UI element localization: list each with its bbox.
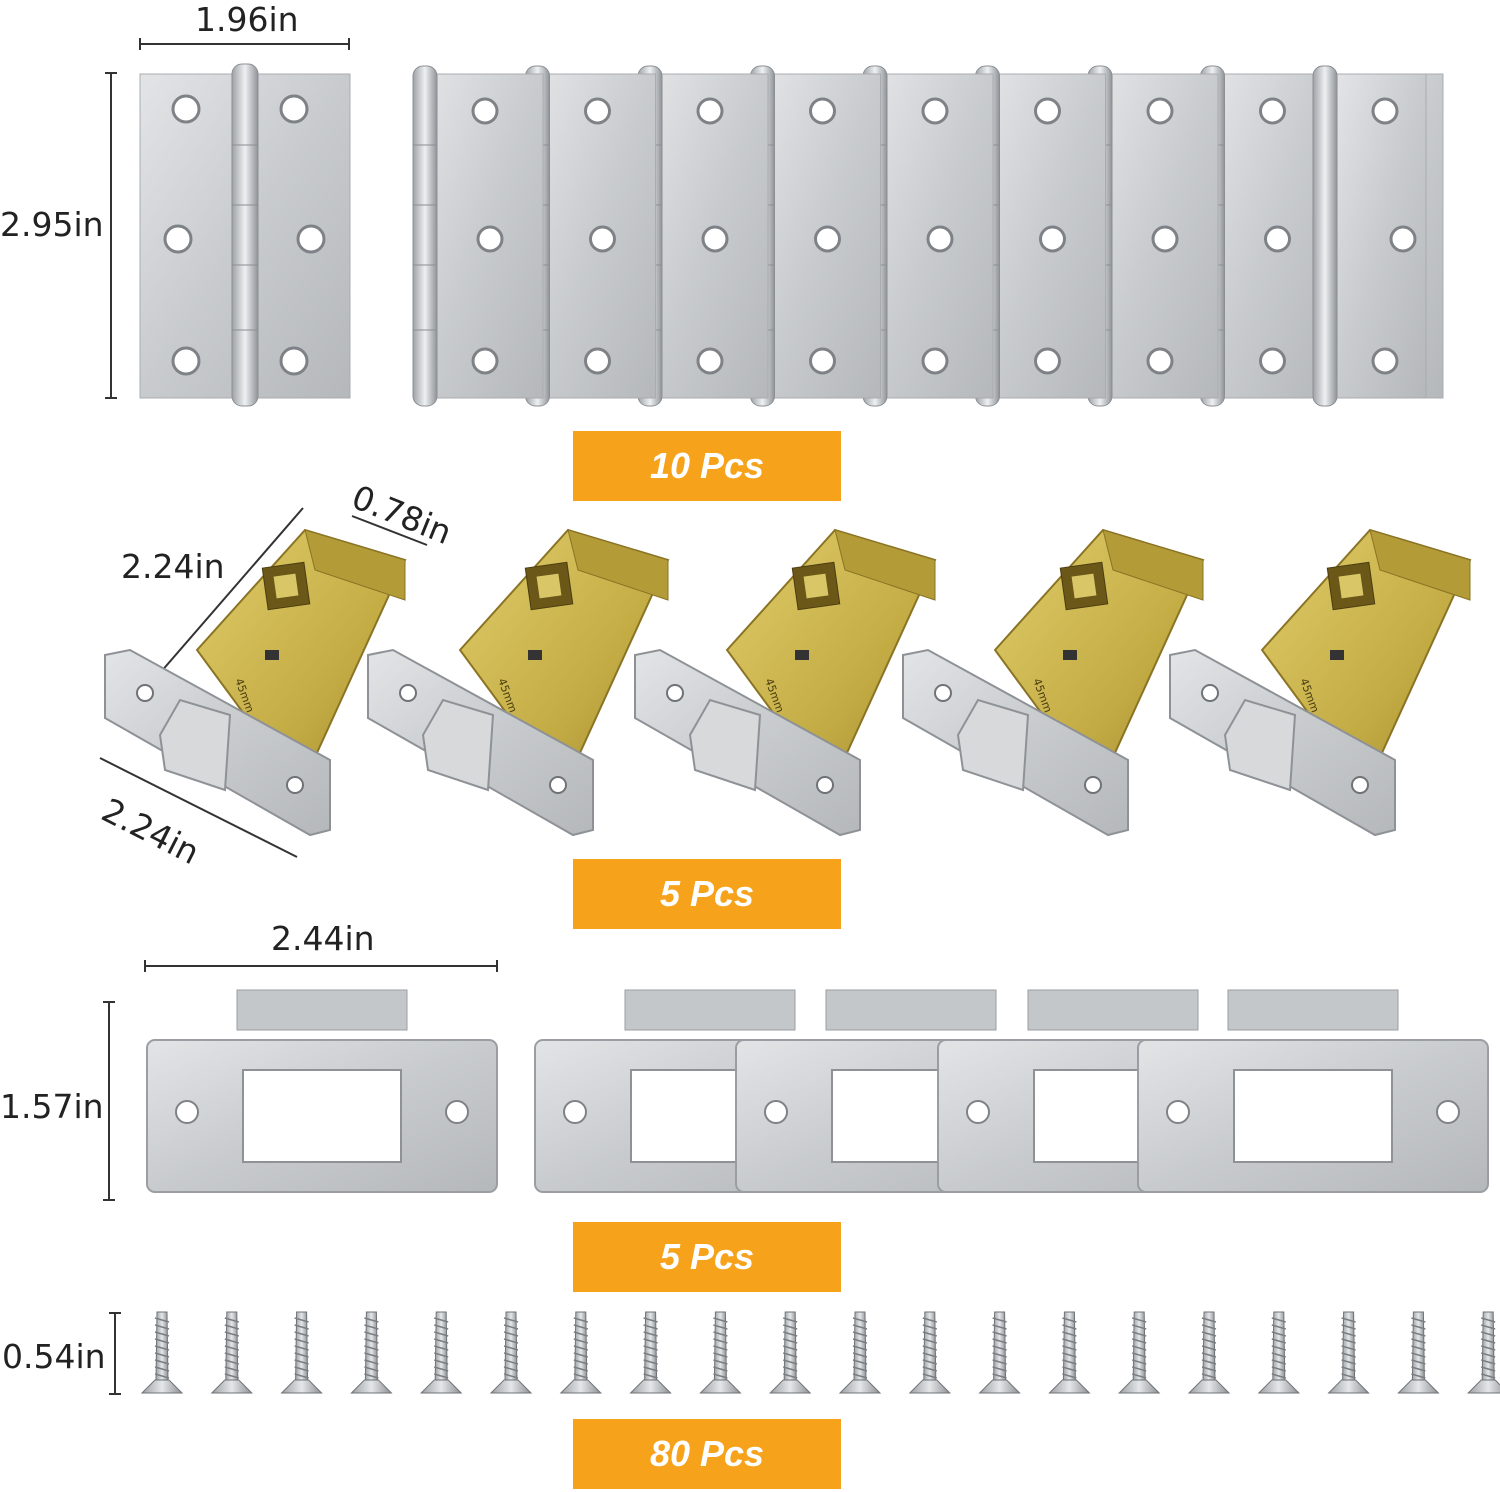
screw — [699, 1311, 742, 1394]
hinge — [750, 65, 881, 407]
screw — [210, 1311, 254, 1394]
strike-plate-row — [146, 989, 1489, 1193]
hinge — [975, 65, 1106, 407]
screw — [140, 1311, 184, 1394]
hinge-single — [139, 63, 351, 407]
screw — [768, 1311, 812, 1394]
strike-plate — [1137, 989, 1489, 1193]
hinge-row — [412, 65, 1444, 407]
strike-height-label: 1.57in — [0, 1087, 104, 1126]
screw — [280, 1311, 323, 1394]
hinge — [525, 65, 656, 407]
screw — [1397, 1311, 1440, 1394]
mortice-latch: 45mm — [634, 528, 937, 837]
hinge — [1200, 65, 1331, 407]
hinge-width-label: 1.96in — [195, 0, 299, 39]
screw — [419, 1311, 463, 1394]
screw — [1466, 1311, 1500, 1394]
hinge — [637, 65, 769, 407]
screw — [838, 1311, 882, 1394]
screw — [1048, 1311, 1091, 1394]
latch-length-label-top: 2.24in — [121, 547, 225, 586]
screw — [978, 1311, 1021, 1394]
mortice-latch: 45mm — [1169, 528, 1472, 837]
mortice-latch: 45mm — [902, 528, 1205, 837]
screw — [1117, 1311, 1161, 1394]
screw-row — [140, 1311, 1500, 1394]
screw-quantity-badge: 80 Pcs — [573, 1419, 841, 1489]
hinge-height-label: 2.95in — [0, 205, 104, 244]
mortice-latch: 45mm — [367, 528, 670, 837]
strike-quantity-badge: 5 Pcs — [573, 1222, 841, 1292]
hinge-end-leaf — [1312, 65, 1427, 407]
hinge — [1087, 65, 1219, 407]
strike-plate — [146, 989, 498, 1193]
latch-quantity-badge: 5 Pcs — [573, 859, 841, 929]
dimension-lines — [99, 38, 498, 1395]
screw — [1327, 1311, 1370, 1394]
screw — [350, 1311, 393, 1394]
screw — [489, 1311, 533, 1394]
hinge-quantity-badge: 10 Pcs — [573, 431, 841, 501]
hinge — [412, 65, 544, 407]
screw — [629, 1311, 672, 1394]
screw — [908, 1311, 952, 1394]
screw — [1187, 1311, 1231, 1394]
hinge — [862, 65, 994, 407]
mortice-latch: 45mm — [104, 528, 407, 837]
strike-width-label: 2.44in — [271, 919, 375, 958]
screw — [1257, 1311, 1301, 1394]
screw — [559, 1311, 603, 1394]
screw-length-label: 0.54in — [2, 1337, 106, 1376]
